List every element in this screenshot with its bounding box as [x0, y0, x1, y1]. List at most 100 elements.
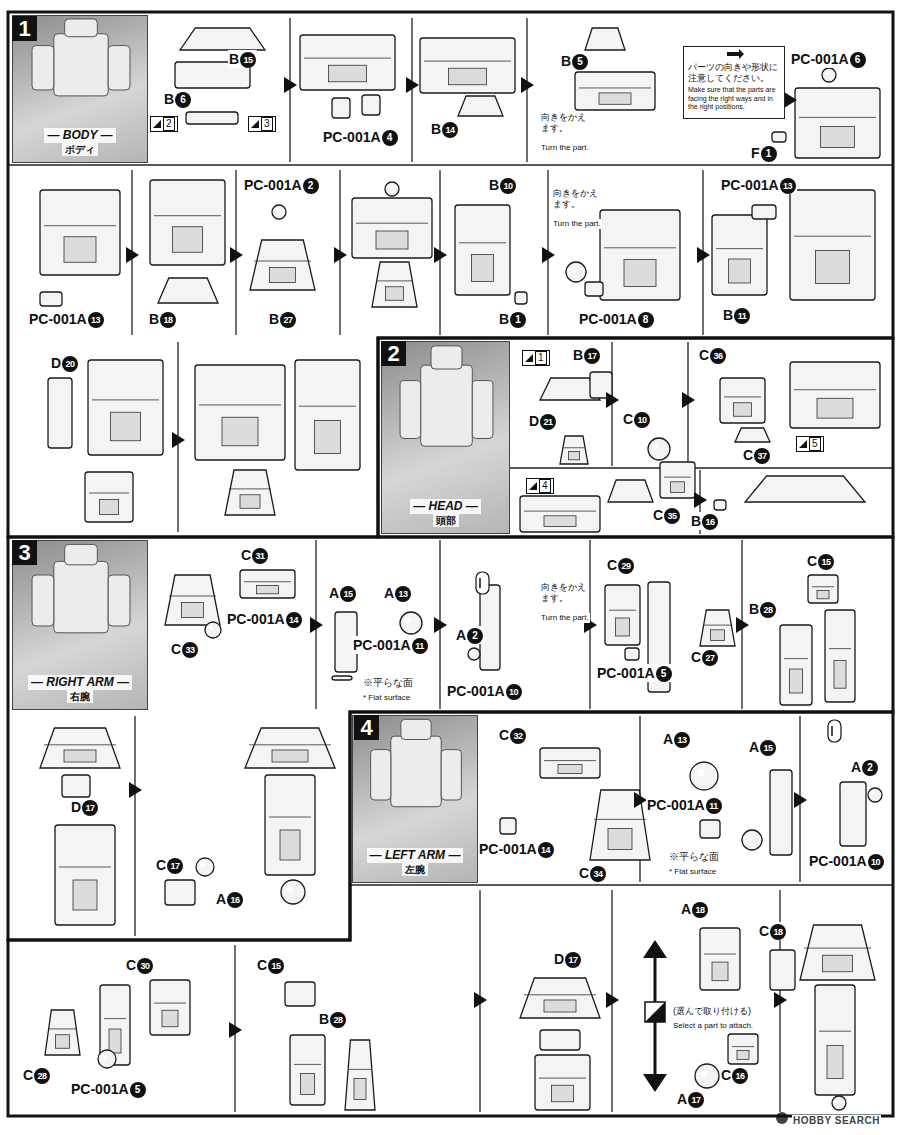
part-drawing [332, 98, 350, 118]
part-number: 6 [850, 52, 866, 68]
part-drawing [98, 1050, 116, 1068]
part-ball [690, 762, 718, 790]
part-shape [712, 215, 767, 295]
thumbnail-title: 左腕 [402, 863, 428, 876]
subassembly-number: 2 [163, 117, 175, 131]
part-drawing [88, 360, 163, 455]
part-callout-box: B14 [430, 120, 459, 138]
step-arrow [794, 792, 807, 808]
part-drawing [362, 95, 380, 115]
part-highlight [102, 1054, 107, 1059]
part-number: 6 [175, 92, 191, 108]
part-highlight [471, 651, 474, 654]
thumbnail-shape [65, 19, 98, 37]
part-detail [272, 750, 308, 762]
part-callout: D17 [70, 798, 99, 816]
flat-side-symbol [828, 720, 841, 742]
part-highlight [388, 185, 392, 189]
part-callout-box: C27 [690, 648, 719, 666]
part-number: 2 [467, 628, 483, 644]
thumbnail-shape [54, 34, 108, 96]
part-detail [599, 93, 631, 104]
note-text: パーツの向きや形状に注意してください。 [688, 62, 780, 84]
part-number: 13 [780, 178, 796, 194]
part-number: 37 [754, 448, 770, 464]
step-arrow [682, 392, 695, 408]
part-callout-box: B15 [228, 50, 257, 68]
part-detail [711, 630, 725, 641]
part-callout: B18 [148, 310, 177, 328]
part-drawing [250, 240, 315, 290]
part-number: 10 [500, 178, 516, 194]
subassembly-icon-mark [529, 482, 537, 490]
step-arrow [606, 392, 619, 408]
part-callout-box: PC-001A11 [352, 636, 429, 654]
part-detail [544, 760, 596, 761]
panel-border [378, 338, 893, 537]
part-drawing [625, 648, 639, 660]
part-shape [295, 360, 360, 470]
part-shape [540, 1030, 580, 1050]
part-detail [376, 231, 408, 249]
part-shape [825, 610, 855, 702]
part-detail [44, 744, 116, 745]
part-number: 17 [688, 1092, 704, 1108]
part-detail [56, 1035, 70, 1049]
part-shape [250, 240, 315, 290]
step-arrow [284, 77, 297, 93]
part-number: 14 [538, 842, 554, 858]
thumbnail-shape [32, 575, 54, 626]
part-shape [515, 292, 527, 304]
part-highlight [652, 443, 658, 449]
divider-line [510, 467, 893, 468]
part-letter: PC-001A [597, 665, 655, 681]
part-shape [352, 198, 432, 258]
part-callout: C33 [170, 640, 199, 658]
watermark-icon [776, 1112, 788, 1124]
part-drawing [458, 96, 503, 116]
step-arrow [542, 247, 555, 263]
thumbnail-shape [108, 46, 130, 90]
part-callout: D20 [50, 354, 79, 372]
step-thumbnail: — HEAD —頭部 [381, 341, 510, 534]
part-number: 34 [590, 866, 606, 882]
part-highlight [825, 71, 829, 75]
part-shape [300, 35, 395, 90]
part-shape [240, 570, 295, 598]
part-callout-box: C10 [622, 410, 651, 428]
note-text: (選んで取り付ける) [672, 1006, 752, 1017]
part-detail [564, 447, 584, 448]
part-drawing [48, 378, 72, 448]
part-callout-box: A2 [455, 626, 484, 644]
part-shape [420, 38, 515, 93]
part-letter: A [851, 759, 861, 775]
part-number: 15 [760, 740, 776, 756]
part-highlight [871, 791, 875, 795]
part-number: 36 [710, 348, 726, 364]
part-drawing [535, 1055, 590, 1110]
part-shape [285, 982, 315, 1006]
subassembly-icon-mark [525, 354, 533, 362]
part-number: 11 [412, 638, 428, 654]
note-text-box: Turn the part. [552, 212, 614, 230]
thumbnail-shape [401, 719, 431, 739]
part-letter: PC-001A [244, 177, 302, 193]
part-drawing [745, 476, 865, 502]
part-callout: PC-001A14 [478, 840, 555, 858]
part-letter: C [499, 727, 509, 743]
note-text: * Flat surface [668, 867, 717, 877]
part-detail [222, 417, 258, 446]
thumbnail-shape [108, 575, 130, 626]
part-drawing [45, 1010, 80, 1055]
note-text: 向きをかえます。 [540, 112, 588, 134]
part-number: 13 [88, 312, 104, 328]
part-letter: C [623, 411, 633, 427]
part-number: 33 [182, 642, 198, 658]
part-shape [700, 610, 735, 646]
part-detail [609, 610, 636, 611]
step-arrow [736, 617, 749, 633]
subassembly-icon-mark [153, 120, 161, 128]
part-number: 5 [572, 54, 588, 70]
part-shape [40, 190, 120, 275]
part-drawing [345, 1040, 375, 1110]
